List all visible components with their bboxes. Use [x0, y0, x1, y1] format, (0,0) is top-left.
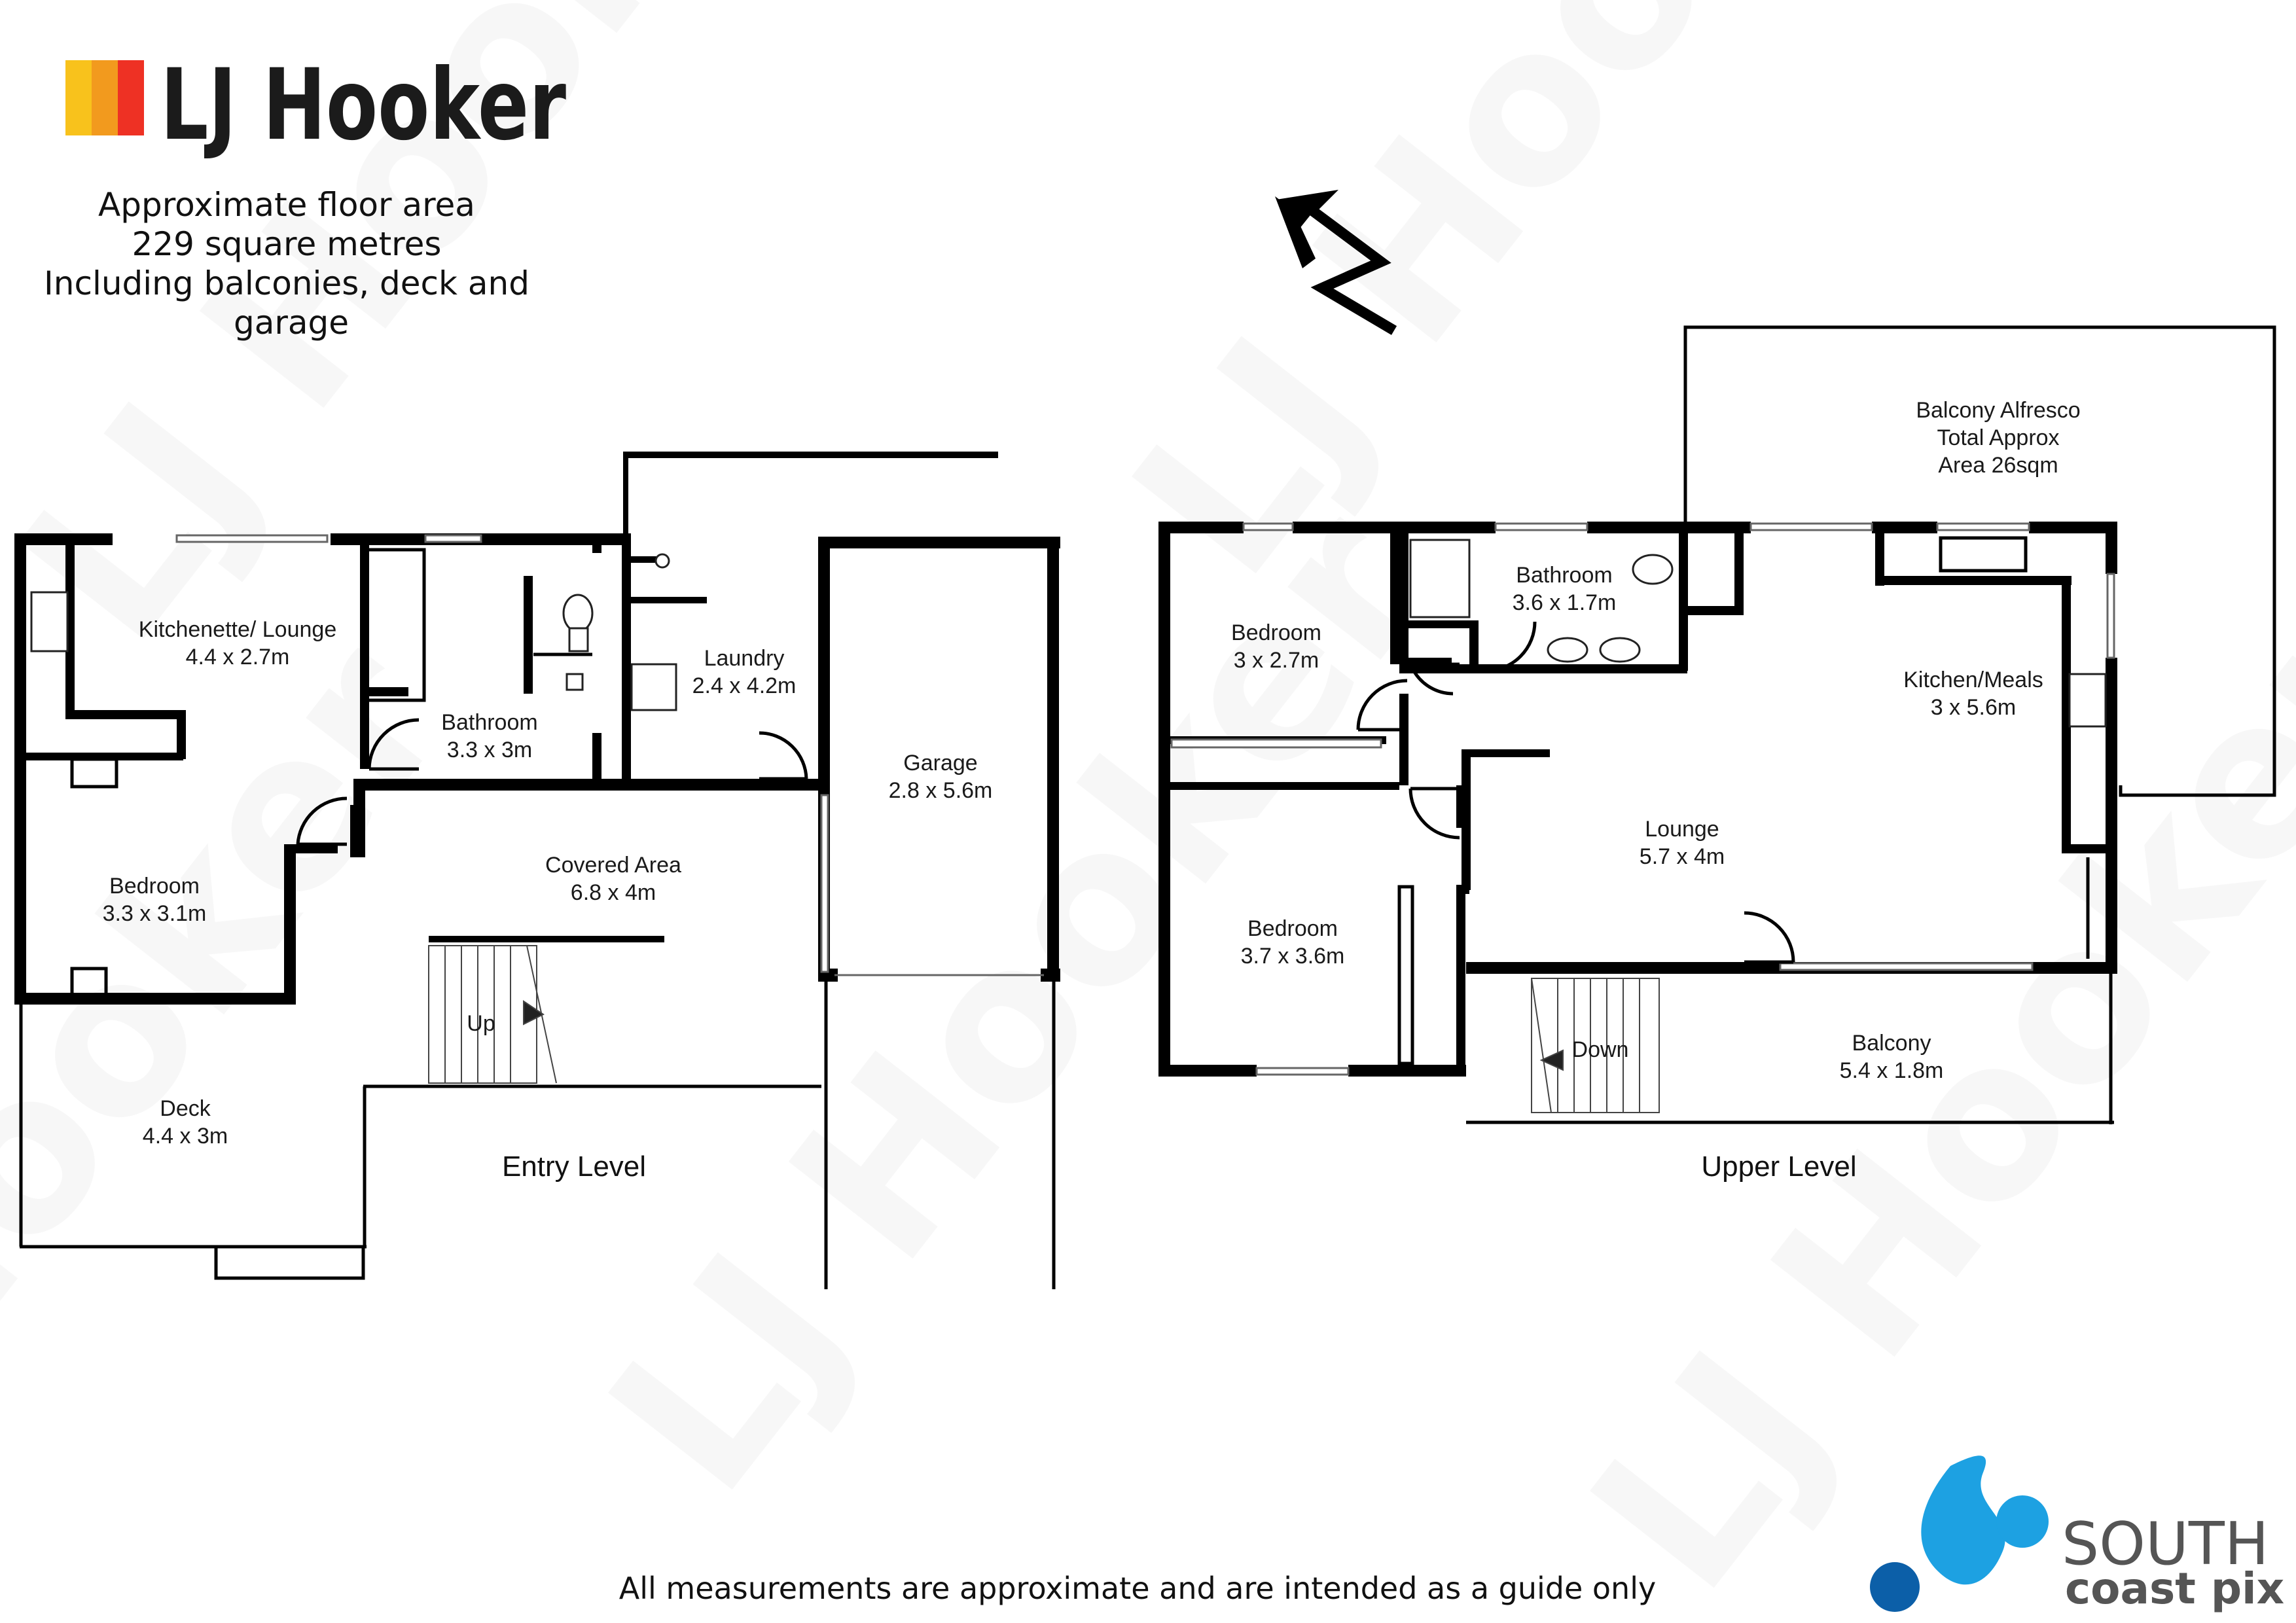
cooktop-icon	[2068, 673, 2107, 728]
scp-line1: SOUTH	[2062, 1510, 2269, 1578]
upper-bedroom2-size: 3.7 x 3.6m	[1241, 944, 1345, 969]
watermark-text-4: LJ Hooker	[1544, 563, 2296, 1623]
upper-toilet-icon	[1632, 554, 1674, 585]
kitchenette-size: 4.4 x 2.7m	[186, 645, 290, 669]
garage-size: 2.8 x 5.6m	[889, 778, 993, 803]
entry-level-plan	[14, 452, 1060, 1289]
entry-stair-label: Up	[467, 1011, 495, 1036]
watermark-text-5: LJ Hooker	[0, 596, 494, 1623]
entry-bathroom-size: 3.3 x 3m	[447, 738, 532, 762]
upper-level-plan	[1158, 325, 2276, 1124]
area-info-line3: Including balconies, deck and	[44, 264, 529, 302]
laundry-size: 2.4 x 4.2m	[692, 673, 797, 698]
upper-basin-2-icon	[1599, 637, 1641, 663]
logo-stripe-yellow	[65, 60, 92, 135]
upper-bedroom2-name: Bedroom	[1247, 916, 1338, 941]
entry-toilet-icon	[562, 594, 594, 633]
entry-sink-icon	[30, 591, 69, 652]
north-arrow-icon	[1275, 190, 1397, 335]
upper-stairs	[1531, 978, 1660, 1113]
laundry-name: Laundry	[704, 646, 785, 671]
upper-bedroom1-size: 3 x 2.7m	[1234, 648, 1319, 673]
area-info-line1: Approximate floor area	[98, 186, 475, 224]
entry-room-labels: Kitchenette/ Lounge 4.4 x 2.7m Bathroom …	[103, 617, 993, 1183]
brand-name: LJ Hooker	[160, 48, 566, 162]
upper-level-title: Upper Level	[1701, 1150, 1856, 1183]
upper-bathroom-size: 3.6 x 1.7m	[1513, 590, 1617, 615]
kitchen-meals-size: 3 x 5.6m	[1931, 695, 2016, 720]
deck-size: 4.4 x 3m	[143, 1124, 228, 1149]
entry-bedroom-name: Bedroom	[109, 874, 200, 899]
scp-line2: coast pix	[2065, 1563, 2284, 1614]
laundry-tub-icon	[630, 663, 677, 711]
upper-basin-1-icon	[1547, 637, 1588, 663]
upper-bedroom1-name: Bedroom	[1231, 620, 1321, 645]
upper-bathroom-name: Bathroom	[1516, 563, 1612, 588]
lounge-name: Lounge	[1645, 817, 1719, 842]
balcony-size: 5.4 x 1.8m	[1840, 1058, 1944, 1083]
scp-dot-small-icon	[1870, 1562, 1920, 1612]
watermark-text-3: LJ Hooker	[562, 465, 1477, 1537]
entry-stairs	[428, 945, 557, 1084]
covered-area-name: Covered Area	[545, 853, 681, 878]
garage-name: Garage	[903, 751, 977, 776]
brand-logo: LJ Hooker	[65, 48, 566, 162]
kitchenette-name: Kitchenette/ Lounge	[139, 617, 336, 642]
deck-name: Deck	[160, 1096, 211, 1121]
upper-shower-icon	[1409, 539, 1471, 618]
scp-swoosh-icon	[1921, 1455, 2005, 1585]
balcony-name: Balcony	[1852, 1031, 1931, 1056]
entry-bedroom-size: 3.3 x 3.1m	[103, 901, 207, 926]
logo-stripe-red	[118, 60, 144, 135]
photographer-logo: SOUTH coast pix	[1870, 1455, 2284, 1614]
scp-dot-large-icon	[1996, 1495, 2049, 1548]
logo-stripe-orange	[92, 60, 118, 135]
area-info-line2: 229 square metres	[132, 225, 442, 263]
covered-area-size: 6.8 x 4m	[571, 880, 656, 905]
upper-room-labels: Bedroom 3 x 2.7m Bathroom 3.6 x 1.7m Kit…	[1231, 398, 2081, 1183]
alfresco-line3: Area 26sqm	[1938, 453, 2058, 478]
disclaimer-text: All measurements are approximate and are…	[619, 1571, 1656, 1606]
upper-stair-label: Down	[1572, 1037, 1629, 1062]
area-info-line4: garage	[234, 304, 349, 342]
entry-level-title: Entry Level	[502, 1150, 646, 1183]
entry-bathroom-name: Bathroom	[441, 710, 537, 735]
area-info: Approximate floor area 229 square metres…	[44, 186, 529, 342]
kitchen-meals-name: Kitchen/Meals	[1903, 668, 2043, 692]
alfresco-line1: Balcony Alfresco	[1916, 398, 2080, 423]
lounge-size: 5.7 x 4m	[1640, 844, 1725, 869]
alfresco-line2: Total Approx	[1937, 425, 2059, 450]
